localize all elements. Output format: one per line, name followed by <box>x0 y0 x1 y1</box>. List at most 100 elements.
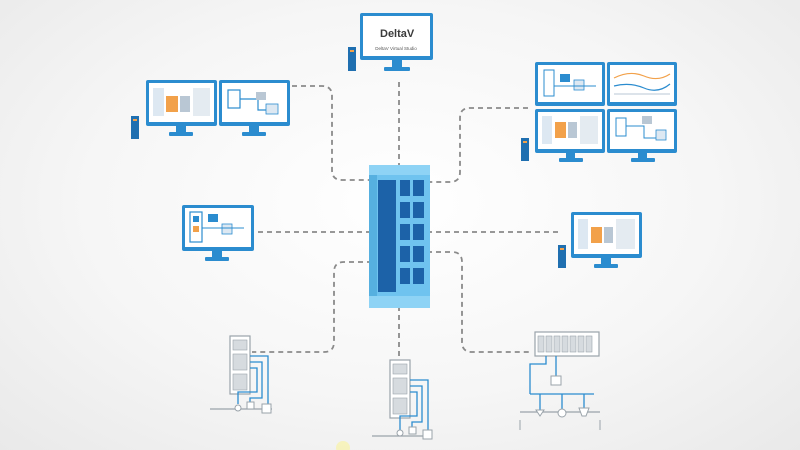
screen-trend <box>613 83 671 91</box>
valve-icon <box>535 409 545 417</box>
monitor-neck <box>566 153 575 158</box>
monitor-neck <box>249 126 259 132</box>
gauge-icon <box>557 408 567 418</box>
screen-tank <box>189 211 203 243</box>
io-card <box>545 335 553 353</box>
bus-wiring <box>529 356 594 410</box>
screen-block <box>221 223 233 235</box>
monitor-neck <box>392 60 402 67</box>
monitor-neck <box>176 126 186 132</box>
rack-slot <box>413 202 424 218</box>
rack-bays-right <box>400 180 424 284</box>
rack-slot <box>400 202 410 218</box>
monitor-screen <box>363 16 430 56</box>
screen-block <box>560 74 570 82</box>
io-card <box>537 335 545 353</box>
screen-block <box>655 129 667 141</box>
valve-icon <box>234 404 242 412</box>
monitor-neck <box>212 251 222 257</box>
rack-slot <box>400 246 410 262</box>
screen-chart <box>604 227 613 243</box>
screen-pipe <box>626 125 664 139</box>
logo-subtitle: DeltaV Virtual Studio <box>375 46 417 51</box>
actuator-icon <box>578 407 590 417</box>
rack-side <box>369 165 377 308</box>
tower-icon <box>131 116 139 139</box>
screen-chart <box>555 122 566 138</box>
rack-slot <box>400 180 410 196</box>
controller-module <box>392 363 408 375</box>
rack-slot <box>400 268 410 284</box>
tower-led <box>523 141 527 143</box>
workstation-mid-left <box>182 205 254 261</box>
rack-slot <box>413 224 424 240</box>
workstation-mid-right <box>558 212 642 268</box>
monitor-base <box>205 257 229 261</box>
valve-icon <box>396 429 404 437</box>
field-wiring <box>399 379 429 430</box>
workstation-top: DeltaV DeltaV Virtual Studio <box>348 13 433 71</box>
controller-center <box>372 359 433 440</box>
screen-block <box>193 216 199 222</box>
monitor-base <box>631 158 655 162</box>
tower-icon <box>521 138 529 161</box>
cursor-highlight <box>336 441 350 450</box>
rack-slot <box>413 246 424 262</box>
rack-bay <box>378 180 396 292</box>
tower-led <box>560 248 564 250</box>
rack-slot <box>413 268 424 284</box>
screen-block <box>193 226 199 232</box>
screen-panel <box>542 116 552 144</box>
sensor-icon <box>408 426 417 435</box>
link-lower-left <box>252 261 372 353</box>
monitor-screen <box>222 83 287 122</box>
controller-module <box>392 397 408 415</box>
deltav-logo: DeltaV <box>380 28 415 40</box>
screen-chart <box>591 227 602 243</box>
rack-top <box>369 165 430 175</box>
monitor-base <box>169 132 193 136</box>
screen-block <box>642 116 652 124</box>
rack-slot <box>400 224 410 240</box>
workstation-quad-right <box>521 62 677 162</box>
screen-chart <box>568 122 577 138</box>
screen-chart <box>166 96 178 112</box>
controller-module <box>232 353 248 371</box>
io-card <box>577 335 585 353</box>
screen-table <box>580 116 598 144</box>
process-pipe <box>519 420 601 430</box>
tower-icon <box>558 245 566 268</box>
io-card <box>569 335 577 353</box>
tower-led <box>133 119 137 121</box>
monitor-base <box>242 132 266 136</box>
monitor-neck <box>638 153 647 158</box>
io-card <box>553 335 561 353</box>
monitor-base <box>559 158 583 162</box>
link-upper-right <box>427 107 528 183</box>
screen-block <box>265 103 279 115</box>
connection-lines <box>252 82 562 360</box>
controller-module <box>392 377 408 395</box>
screen-table <box>616 219 635 249</box>
screen-table <box>193 88 210 116</box>
server-center <box>369 165 430 308</box>
screen-block <box>573 79 585 91</box>
link-lower-right <box>427 251 532 353</box>
screen-panel <box>578 219 588 249</box>
field-wiring <box>237 355 269 406</box>
screen-block <box>208 214 218 222</box>
controller-left <box>210 335 272 414</box>
link-upper-left <box>292 85 372 181</box>
screen-block <box>256 92 266 100</box>
tower-icon <box>348 47 356 71</box>
rack-base <box>369 296 430 308</box>
screen-tank <box>543 69 555 97</box>
controller-module <box>232 339 248 351</box>
monitor-base <box>384 67 410 71</box>
tower-led <box>350 50 354 52</box>
transmitter-icon <box>550 375 562 386</box>
io-cards <box>537 335 593 353</box>
sensor-icon <box>246 401 255 410</box>
rack-slot <box>413 180 424 196</box>
